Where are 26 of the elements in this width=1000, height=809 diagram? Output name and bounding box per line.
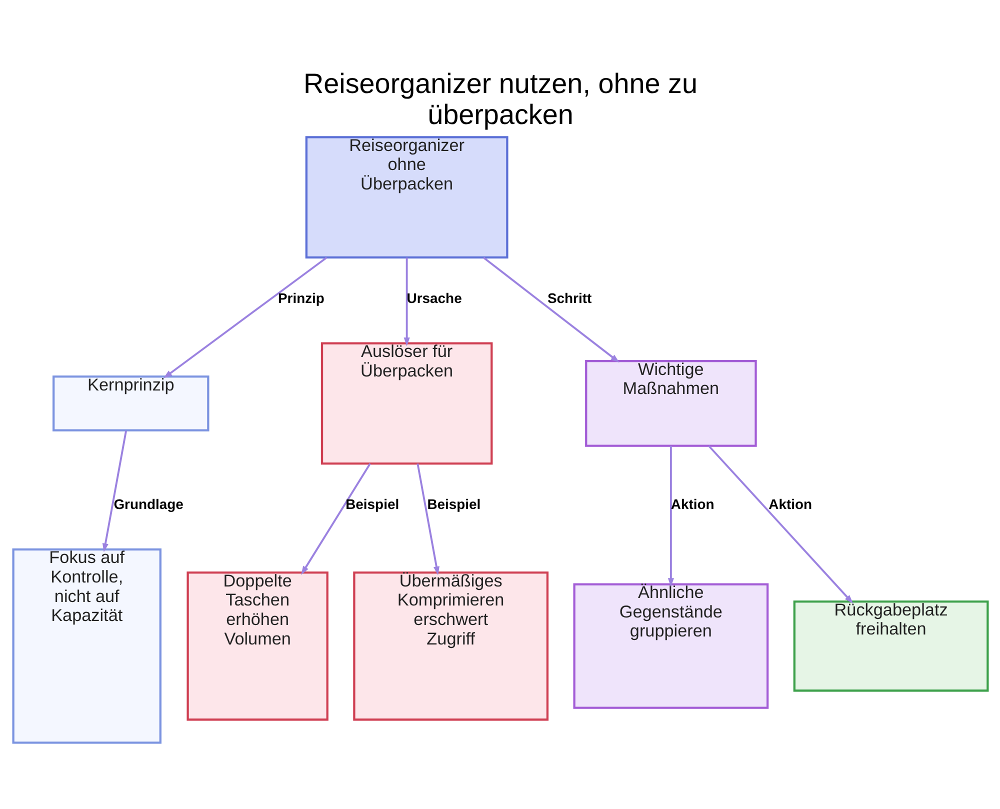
arrow <box>300 463 370 575</box>
edge-label: Prinzip <box>277 290 324 306</box>
diagram-title: Reiseorganizer nutzen, ohne zu überpacken <box>302 68 698 130</box>
arrow <box>416 463 439 576</box>
arrow <box>708 445 853 604</box>
edge-label: Beispiel <box>345 496 399 512</box>
node-box: Doppelte Taschen erhöhen Volumen <box>186 571 328 721</box>
arrow <box>667 446 674 587</box>
arrow <box>162 256 327 378</box>
node-box: Reiseorganizer ohne Überpacken <box>304 136 508 258</box>
node-box: Kernprinzip <box>52 376 209 432</box>
node-box: Rückgabeplatz freihalten <box>792 600 988 692</box>
arrow <box>102 430 127 552</box>
node-box: Ähnliche Gegenstände gruppieren <box>572 583 768 709</box>
edge-label: Aktion <box>768 496 812 512</box>
node-box: Übermäßiges Komprimieren erschwert Zugriff <box>352 571 548 721</box>
edge-label: Schritt <box>546 290 592 306</box>
edge-label: Ursache <box>406 290 462 306</box>
node-box: Wichtige Maßnahmen <box>584 360 756 447</box>
node-box: Auslöser für Überpacken <box>320 342 492 465</box>
edge-label: Aktion <box>670 496 714 512</box>
arrow <box>482 256 619 363</box>
edge-label: Grundlage <box>113 496 183 512</box>
arrow <box>403 258 410 346</box>
edge-label: Beispiel <box>426 496 480 512</box>
node-box: Fokus auf Kontrolle, nicht auf Kapazität <box>12 548 161 744</box>
